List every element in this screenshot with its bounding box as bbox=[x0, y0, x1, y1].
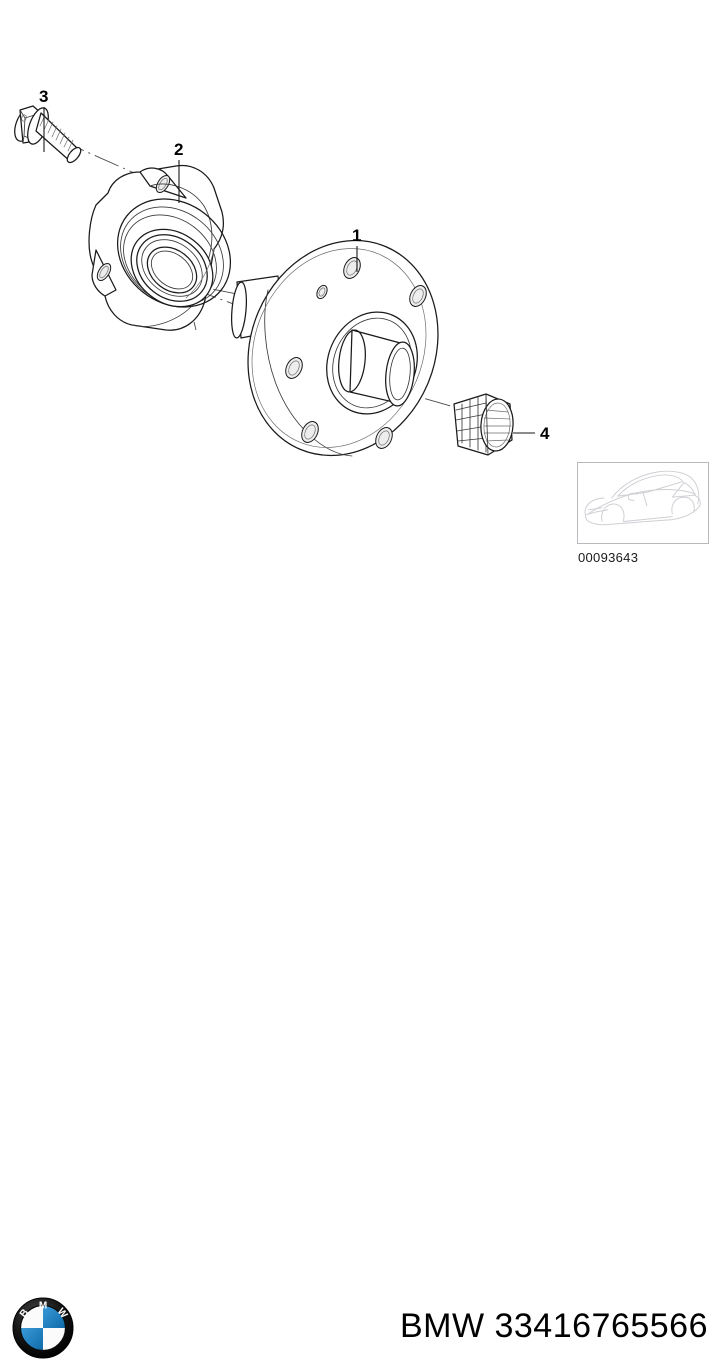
vehicle-thumbnail-box bbox=[577, 462, 709, 544]
vehicle-side-view-outline-icon bbox=[584, 470, 701, 526]
bmw-roundel-logo-icon: B M W bbox=[12, 1297, 74, 1359]
callout-number-1: 1 bbox=[352, 226, 362, 245]
callout-number-2: 2 bbox=[174, 140, 184, 159]
part-number-text: BMW 33416765566 bbox=[399, 1307, 708, 1345]
part-wheel-hub bbox=[230, 239, 439, 457]
part-axle-nut bbox=[453, 393, 514, 456]
parts-diagram: .ln { fill:none; stroke:#1a1a1a; stroke-… bbox=[0, 87, 720, 1359]
footer-bar: B M W BMW 33416765566 bbox=[0, 640, 720, 1359]
diagram-id-text: 00093643 bbox=[578, 550, 639, 565]
callout-number-3: 3 bbox=[39, 87, 49, 106]
part-hex-flange-bolt bbox=[14, 105, 82, 164]
callout-number-4: 4 bbox=[540, 424, 550, 443]
part-wheel-bearing bbox=[88, 164, 232, 331]
exploded-assembly-drawing: .ln { fill:none; stroke:#1a1a1a; stroke-… bbox=[14, 105, 535, 457]
callout-leader-lines bbox=[43, 107, 535, 434]
svg-text:M: M bbox=[39, 1301, 47, 1312]
